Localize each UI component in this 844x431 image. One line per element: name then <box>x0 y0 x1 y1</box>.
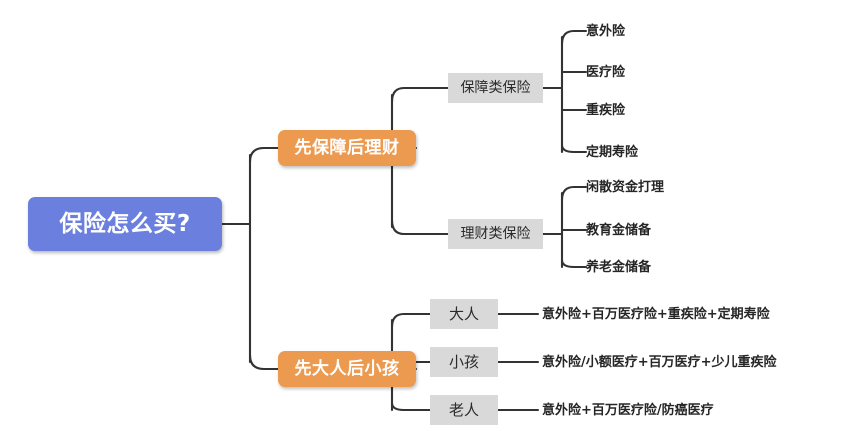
leaf-node-yanglaojin-chubei[interactable]: 养老金储备 <box>586 259 652 275</box>
sub-node-xiaohai[interactable]: 小孩 <box>430 347 498 377</box>
detail-text-laoren[interactable]: 意外险+百万医疗险/防癌医疗 <box>542 402 714 418</box>
edge-branch1-to-sub2 <box>390 218 450 236</box>
edge-spine-to-branch2 <box>248 353 280 371</box>
sub-node-laoren[interactable]: 老人 <box>430 395 498 425</box>
leaf-node-xiansan-zijin-dali[interactable]: 闲散资金打理 <box>586 179 665 195</box>
branch-node-bao-zhang-hou-li-cai[interactable]: 先保障后理财 <box>278 130 416 166</box>
edge-sub2-leaf3 <box>560 258 588 269</box>
leaf-node-jiaoyujin-chubei[interactable]: 教育金储备 <box>586 222 652 238</box>
edge-branch1-to-sub1 <box>390 86 450 104</box>
sub-node-daren[interactable]: 大人 <box>430 299 498 329</box>
edge-sub1-leaf1 <box>560 29 588 46</box>
sub-node-licai-lei-baoxian[interactable]: 理财类保险 <box>448 219 543 249</box>
edge-branch2-to-p3 <box>390 401 432 412</box>
edge-sub1-leaf4 <box>560 143 588 154</box>
leaf-node-yiliaoxian[interactable]: 医疗险 <box>586 64 626 80</box>
edge-sub2-leaf1 <box>560 185 588 202</box>
root-node[interactable]: 保险怎么买? <box>28 197 222 251</box>
edge-branch2-to-p1 <box>390 312 432 329</box>
leaf-node-zhongjixian[interactable]: 重疾险 <box>586 102 626 118</box>
branch-node-da-ren-hou-xiao-hai[interactable]: 先大人后小孩 <box>278 351 416 387</box>
detail-text-xiaohai[interactable]: 意外险/小额医疗+百万医疗+少儿重疾险 <box>542 354 777 370</box>
leaf-node-dingqishouxian[interactable]: 定期寿险 <box>586 144 639 160</box>
detail-text-daren[interactable]: 意外险+百万医疗险+重疾险+定期寿险 <box>542 306 770 322</box>
edge-spine-to-branch1 <box>248 146 280 164</box>
leaf-node-yiwaixian[interactable]: 意外险 <box>586 23 626 39</box>
sub-node-baozhang-lei-baoxian[interactable]: 保障类保险 <box>448 73 543 103</box>
